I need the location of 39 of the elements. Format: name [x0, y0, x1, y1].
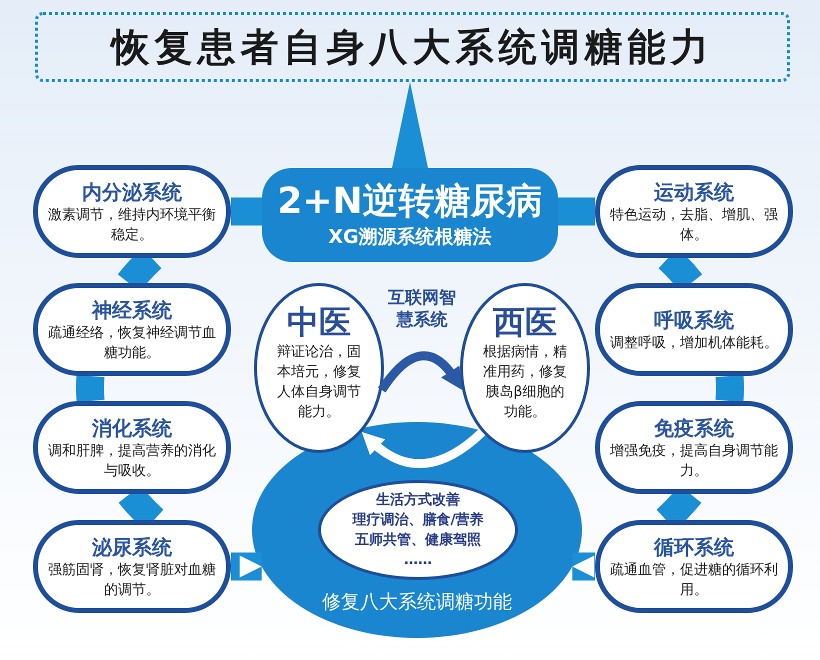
card-description: 疏通血管，促进糖的循环利用。: [610, 560, 778, 600]
curved-arrow: [361, 428, 486, 468]
ellipse-description: 根据病情，精准用药，修复胰岛β细胞的功能。: [482, 343, 568, 422]
list-item: 五师共管、健康驾照: [355, 531, 481, 550]
card-description: 强筋固肾，恢复肾脏对血糖的调节。: [48, 560, 216, 600]
connector-band: [76, 375, 105, 402]
list-item: 理疗调治、膳食/营养: [352, 510, 484, 530]
card-description: 疏通经络，恢复神经调节血糖功能。: [48, 324, 216, 362]
card-description: 特色运动，去脂、增肌、强体。: [610, 206, 778, 244]
card-description: 激素调节，维持内环境平衡稳定。: [48, 206, 216, 244]
banner-heading: 2+N逆转糖尿病: [277, 180, 543, 224]
connector-band: [231, 552, 262, 580]
list-item: 生活方式改善: [376, 490, 460, 510]
triangle-pointer: [392, 82, 428, 168]
connector-band: [572, 552, 595, 580]
title-box: [35, 12, 790, 82]
card-heading: 循环系统: [654, 534, 734, 560]
card-description: 增强免疫，提高自身调节能力。: [610, 442, 778, 480]
card-heading: 消化系统: [92, 414, 172, 440]
ellipse-caption: 修复八大系统调糖功能: [321, 590, 513, 614]
banner-subheading: XG溯源系统根糖法: [328, 225, 492, 250]
banner: [262, 168, 558, 262]
connector-band: [231, 198, 262, 226]
center-label: 互联网智慧系统: [387, 287, 457, 331]
card-heading: 神经系统: [92, 296, 172, 322]
ellipse-heading: 中医: [287, 302, 351, 342]
connector-band: [715, 375, 744, 402]
card-heading: 运动系统: [654, 178, 734, 204]
list-item: ……: [404, 551, 432, 570]
title-text: 恢复患者自身八大系统调糖能力: [112, 24, 714, 70]
card-heading: 呼吸系统: [654, 306, 734, 332]
ellipse-description: 辩证论治，固本培元，修复人体自身调节能力。: [276, 343, 362, 422]
card-heading: 免疫系统: [654, 414, 734, 440]
card-description: 调和肝脾，提高营养的消化与吸收。: [48, 442, 216, 480]
card-heading: 内分泌系统: [82, 178, 182, 204]
connector-band: [558, 198, 595, 226]
ellipse-heading: 西医: [493, 302, 557, 342]
card-heading: 泌尿系统: [92, 534, 172, 560]
card-description: 调整呼吸，增加机体能耗。: [610, 334, 778, 352]
